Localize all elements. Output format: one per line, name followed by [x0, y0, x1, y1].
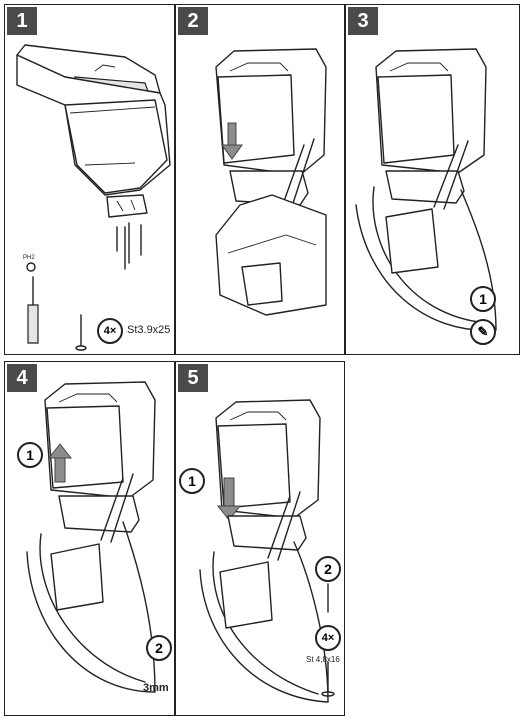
- step-number: 5: [178, 364, 208, 392]
- tool-hint-icon: ✎: [470, 319, 496, 345]
- step-1-panel: 1 PH2 4× St3.9x25: [4, 4, 175, 355]
- armrest-drawing: [26, 381, 156, 693]
- callout-1: 1: [470, 286, 496, 312]
- step-number: 3: [348, 7, 378, 35]
- step-5-panel: 5 1 2 4× St 4,8x16: [175, 361, 345, 716]
- screw-spec: St3.9x25: [127, 324, 171, 336]
- armrest-drawing: [199, 399, 335, 703]
- dimension-label: 3mm: [143, 682, 169, 694]
- screw-quantity: 4×: [97, 318, 123, 344]
- callout-1: 1: [179, 468, 205, 494]
- step-2-panel: 2: [175, 4, 345, 355]
- armrest-drawing: [16, 44, 171, 351]
- screw-quantity: 4×: [315, 625, 341, 651]
- step-4-panel: 4 1 2 3mm: [4, 361, 175, 716]
- step-number: 4: [7, 364, 37, 392]
- armrest-drawing: [355, 48, 497, 331]
- screw-spec: St 4,8x16: [306, 655, 340, 664]
- callout-2: 2: [146, 635, 172, 661]
- armrest-drawing: [215, 48, 327, 316]
- step-number: 2: [178, 7, 208, 35]
- tool-label: PH2: [23, 255, 35, 261]
- callout-1: 1: [17, 442, 43, 468]
- step-3-panel: 3 1 ✎: [345, 4, 520, 355]
- callout-2: 2: [315, 556, 341, 582]
- step-number: 1: [7, 7, 37, 35]
